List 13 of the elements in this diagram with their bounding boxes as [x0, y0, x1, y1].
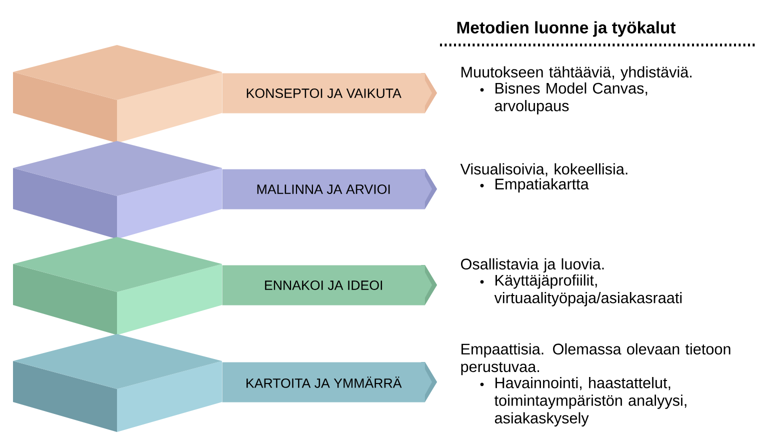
bullet-text: Käyttäjäprofiilit, virtuaalityöpaja/asiakasraati: [494, 274, 682, 306]
label-band: KARTOITA JA YMMÄRRÄ: [222, 362, 437, 402]
description: Empaattisia. Olemassa olevaan tietoon perustuvaa.: [461, 343, 730, 376]
bullet-text: Bisnes Model Canvas, arvolupaus: [494, 82, 648, 114]
label-band: ENNAKOI JA IDEOI: [222, 265, 437, 306]
description: Visualisoivia, kokeellisia.: [460, 163, 628, 176]
bullet-text: Empatiakartta: [496, 178, 589, 192]
description: Muutokseen tähtääviä, yhdistäviä.: [462, 66, 692, 81]
label-band: KONSEPTOI JA VAIKUTA: [222, 73, 437, 114]
label-band: MALLINNA JA ARVIOI: [222, 169, 437, 210]
heading: Metodien luonne ja työkalut: [457, 21, 676, 37]
bullet-text: Havainnointi, haastattelut, toimintaympäristön analyysi, asiakaskysely: [494, 377, 686, 427]
description: Osallistavia ja luovia.: [461, 258, 604, 273]
